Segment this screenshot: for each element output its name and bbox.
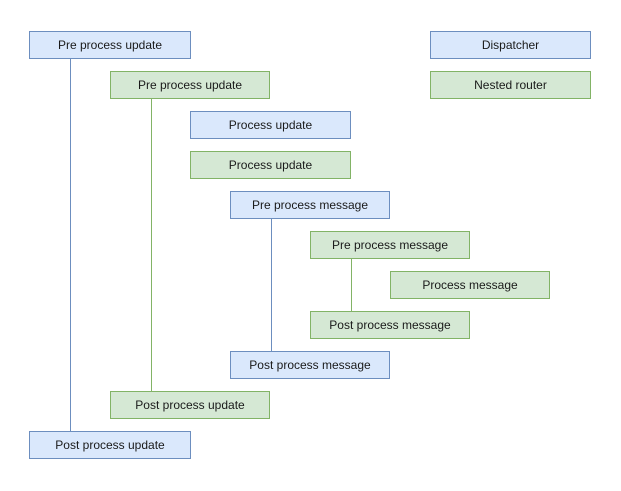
connector-dispatcher-2 [271, 219, 272, 351]
node-process-update-dispatcher[interactable]: Process update [190, 111, 351, 139]
node-process-update-router[interactable]: Process update [190, 151, 351, 179]
node-label: Process message [422, 278, 518, 292]
node-pre-process-message-router[interactable]: Pre process message [310, 231, 470, 259]
node-pre-process-update-router[interactable]: Pre process update [110, 71, 270, 99]
node-label: Post process update [135, 398, 245, 412]
legend-item-label: Nested router [474, 78, 547, 92]
node-label: Post process message [329, 318, 451, 332]
node-label: Pre process message [331, 238, 449, 252]
connector-router-3 [351, 259, 352, 311]
node-post-process-update-router[interactable]: Post process update [110, 391, 270, 419]
legend-item-dispatcher: Dispatcher [430, 31, 591, 59]
node-label: Process update [228, 158, 313, 172]
node-post-process-update-dispatcher[interactable]: Post process update [29, 431, 191, 459]
connector-router-1 [151, 99, 152, 391]
node-post-process-message-dispatcher[interactable]: Post process message [230, 351, 390, 379]
node-label: Pre process message [251, 198, 369, 212]
legend-item-label: Dispatcher [481, 38, 540, 52]
legend-item-nested-router: Nested router [430, 71, 591, 99]
node-process-message-router[interactable]: Process message [390, 271, 550, 299]
node-post-process-message-router[interactable]: Post process message [310, 311, 470, 339]
node-pre-process-message-dispatcher[interactable]: Pre process message [230, 191, 390, 219]
node-label: Pre process update [137, 78, 243, 92]
connector-dispatcher-0 [70, 59, 71, 431]
node-label: Post process message [249, 358, 371, 372]
node-label: Process update [228, 118, 313, 132]
node-label: Post process update [55, 438, 165, 452]
node-pre-process-update-dispatcher[interactable]: Pre process update [29, 31, 191, 59]
node-label: Pre process update [57, 38, 163, 52]
